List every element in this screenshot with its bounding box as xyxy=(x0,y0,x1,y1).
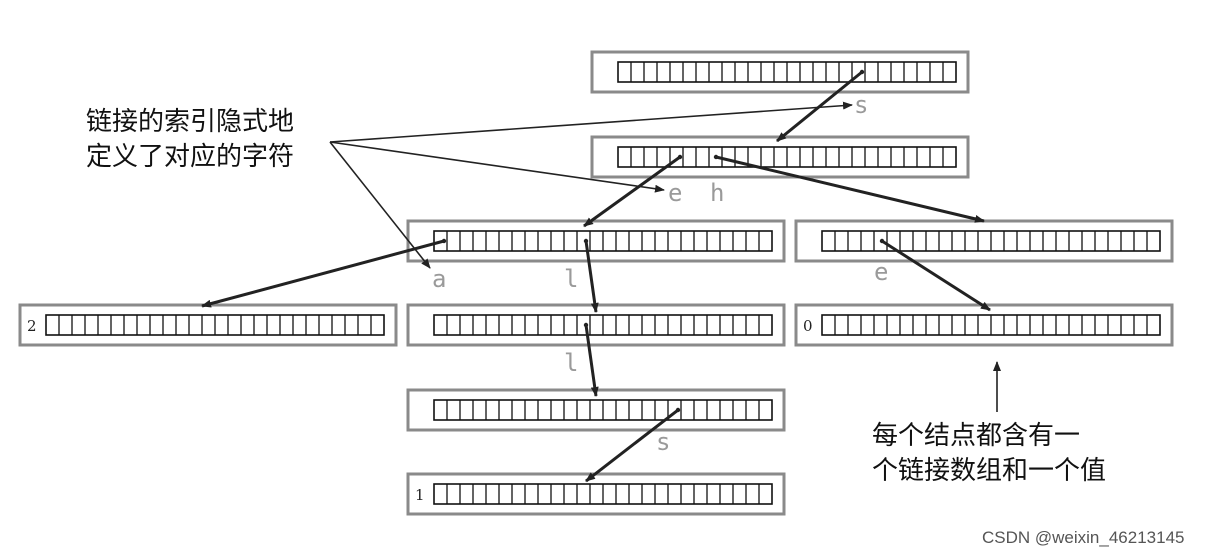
edge-char-label: s xyxy=(854,91,868,119)
edge-char-label: l xyxy=(564,349,578,377)
trie-node-root xyxy=(590,50,970,94)
trie-link-sh-she xyxy=(881,239,991,312)
node-value: 0 xyxy=(803,317,813,335)
node-value: 2 xyxy=(27,317,37,335)
link-origin-dot xyxy=(713,154,719,160)
link-origin-dot xyxy=(675,407,681,413)
trie-link-se-sea xyxy=(201,239,445,308)
trie-link-sell-sells xyxy=(585,408,679,483)
annotation-left-line2: 定义了对应的字符 xyxy=(86,142,294,172)
trie-link-root-s xyxy=(776,70,863,143)
annotation-pointer-s xyxy=(329,101,853,143)
edge-char-label: e xyxy=(874,258,888,286)
node-value: 1 xyxy=(415,486,425,504)
trie-node-s xyxy=(590,135,970,179)
annotation-left-line1: 链接的索引隐式地 xyxy=(86,107,294,137)
annotation-right-line1: 每个结点都含有一 xyxy=(872,421,1080,451)
trie-link-se-sel xyxy=(584,240,599,313)
watermark: CSDN @weixin_46213145 xyxy=(982,528,1184,547)
annotation-pointer-e xyxy=(329,141,665,193)
edge-char-label: s xyxy=(656,428,670,456)
edge-char-label: h xyxy=(710,179,724,207)
edges-layer xyxy=(201,69,991,483)
trie-node-se xyxy=(406,219,786,263)
trie-link-s-se xyxy=(583,155,681,228)
trie-node-she: 0 xyxy=(794,303,1174,347)
trie-node-sea: 2 xyxy=(18,303,398,347)
trie-link-s-sh xyxy=(715,155,985,223)
link-origin-dot xyxy=(583,238,589,244)
edge-char-label: e xyxy=(668,179,682,207)
link-origin-dot xyxy=(677,154,683,160)
annotation-right-line2: 个链接数组和一个值 xyxy=(872,456,1106,486)
trie-node-sells: 1 xyxy=(406,472,786,516)
link-origin-dot xyxy=(441,238,447,244)
link-origin-dot xyxy=(879,238,885,244)
link-origin-dot xyxy=(859,69,865,75)
annotation-right: 每个结点都含有一 个链接数组和一个值 xyxy=(872,361,1106,486)
trie-link-sel-sell xyxy=(584,324,599,397)
edge-char-label: a xyxy=(432,265,446,293)
link-origin-dot xyxy=(583,322,589,328)
trie-node-sh xyxy=(794,219,1174,263)
annotation-pointer-a xyxy=(329,141,431,269)
edge-char-label: l xyxy=(564,265,578,293)
annotation-left: 链接的索引隐式地 定义了对应的字符 xyxy=(86,101,853,269)
